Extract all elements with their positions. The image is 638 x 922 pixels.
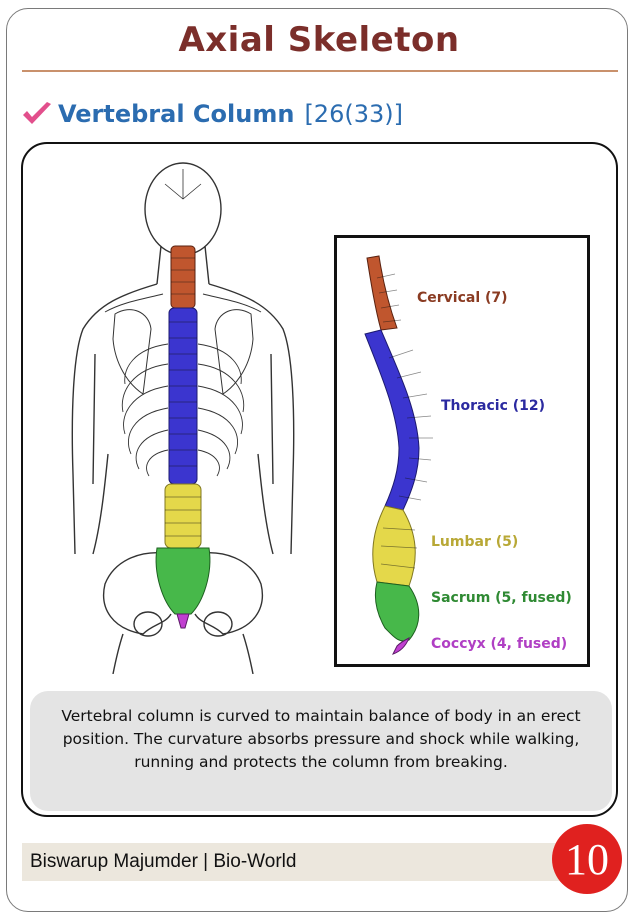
page-number-badge: 10	[552, 824, 622, 894]
note-text: Vertebral column is curved to maintain b…	[61, 707, 581, 771]
illustration-box: Cervical (7) Thoracic (12) Lumbar (5) Sa…	[21, 142, 618, 817]
back-view-illustration	[71, 162, 295, 674]
lateral-spine-panel: Cervical (7) Thoracic (12) Lumbar (5) Sa…	[334, 235, 590, 667]
checkmark-icon	[23, 102, 51, 124]
label-lumbar: Lumbar (5)	[431, 534, 519, 550]
lateral-spine-illustration	[364, 255, 433, 655]
note-box: Vertebral column is curved to maintain b…	[30, 691, 612, 811]
subtitle-row: Vertebral Column [26(33)]	[20, 97, 403, 131]
title-divider	[22, 70, 618, 72]
section-heading: Vertebral Column	[58, 100, 295, 128]
label-cervical: Cervical (7)	[417, 290, 508, 306]
label-coccyx: Coccyx (4, fused)	[431, 636, 568, 652]
label-sacrum: Sacrum (5, fused)	[431, 590, 572, 606]
vertebra-count: [26(33)]	[304, 100, 403, 128]
label-thoracic: Thoracic (12)	[441, 398, 546, 414]
footer-bar: Biswarup Majumder | Bio-World	[22, 843, 582, 881]
footer-author: Biswarup Majumder | Bio-World	[30, 851, 297, 872]
slide-title: Axial Skeleton	[178, 20, 460, 60]
